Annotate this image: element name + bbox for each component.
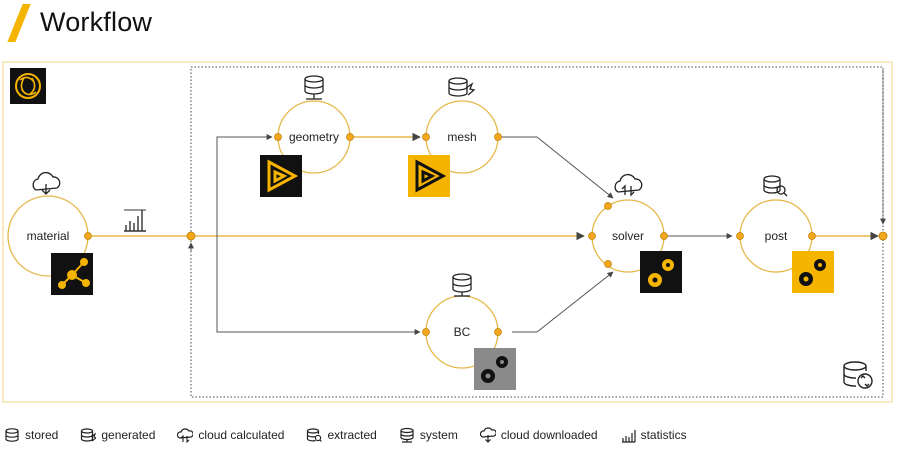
node-material[interactable]: material [7,171,93,295]
node-post[interactable]: post [736,175,835,293]
generated-icon [448,77,476,97]
legend-label: extracted [327,428,377,442]
workflow-canvas: material geometry [2,61,893,403]
cloud-downloaded-icon [32,171,61,195]
junction-port[interactable] [186,231,196,241]
legend-label: stored [25,428,59,442]
legend-item-statistics: statistics [620,427,687,443]
stored-icon [5,428,19,442]
legend-item-cloud-calculated: cloud calculated [177,427,284,443]
legend-label: cloud calculated [198,428,285,442]
node-geometry-label: geometry [289,130,339,144]
connectors [92,70,886,335]
database-sync-icon[interactable] [843,361,873,389]
legend-label: cloud downloaded [500,428,598,442]
generated-icon [81,428,97,442]
statistics-icon [621,430,636,443]
cloud-calculated-icon [614,173,643,197]
node-solver-label: solver [612,229,644,243]
cloud-downloaded-icon [479,427,496,443]
extracted-icon [763,175,788,197]
legend-item-cloud-downloaded: cloud downloaded [479,427,598,443]
system-icon [400,427,414,443]
extracted-icon [307,428,323,442]
legend-label: system [419,428,458,442]
workflow-frame [2,61,893,403]
legend-item-system: system [399,427,458,443]
gears-tile-icon [792,251,834,293]
page-title: Workflow [40,6,153,37]
legend-item-generated: generated [80,427,155,443]
node-post-label: post [765,229,788,243]
gears-tile-icon [640,251,682,293]
statistics-icon [124,209,146,232]
legend-label: generated [101,428,156,442]
node-geometry[interactable]: geometry [260,75,354,197]
legend: stored generated cloud calculated extrac… [0,424,709,446]
node-bc[interactable]: BC [422,273,517,390]
node-material-label: material [27,229,70,243]
output-port[interactable] [878,231,888,241]
cloud-calculated-icon [177,428,194,443]
header: Workflow [10,2,152,42]
system-icon [452,273,472,297]
node-solver[interactable]: solver [588,173,683,293]
node-mesh[interactable]: mesh [408,77,502,197]
gears-tile-icon [474,348,516,390]
legend-label: statistics [640,428,687,442]
system-icon [304,75,324,100]
legend-item-extracted: extracted [306,427,377,443]
node-mesh-label: mesh [447,130,476,144]
app-logo-icon [10,68,46,104]
node-bc-label: BC [454,325,471,339]
material-out-port[interactable] [84,232,92,240]
legend-item-stored: stored [4,427,58,443]
